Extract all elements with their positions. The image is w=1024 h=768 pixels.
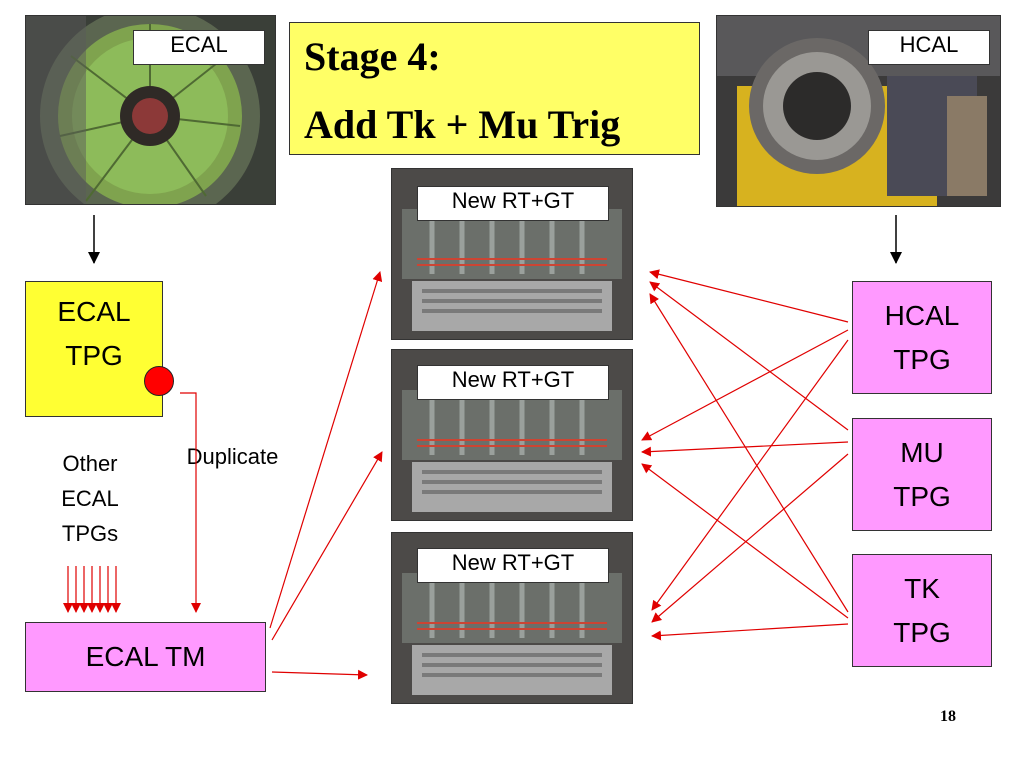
other-ecal-tpgs-label: Other ECAL TPGs bbox=[38, 446, 142, 551]
ecal-tm-box: ECAL TM bbox=[25, 622, 266, 692]
ecal-photo-label-text: ECAL bbox=[170, 32, 228, 57]
other-ecal-line2: ECAL bbox=[61, 486, 119, 511]
tk-tpg-box: TK TPG bbox=[852, 554, 992, 667]
hcal-tpg-box: HCAL TPG bbox=[852, 281, 992, 394]
tk-to-rack1-arrow bbox=[649, 293, 849, 613]
ecaltm-to-rack1-arrow bbox=[269, 271, 383, 629]
hcal-photo-label: HCAL bbox=[868, 30, 990, 65]
other-ecal-line3: TPGs bbox=[61, 521, 119, 546]
hcal-to-rack2-arrow bbox=[641, 329, 849, 441]
page-number: 18 bbox=[940, 708, 956, 725]
tk-to-rack2-arrow bbox=[641, 463, 849, 619]
duplicate-label: Duplicate bbox=[186, 444, 279, 469]
tk-to-rack3-arrow bbox=[651, 623, 849, 641]
rack-3-label-text: New RT+GT bbox=[451, 550, 575, 575]
duplicate-arrow bbox=[180, 392, 201, 613]
rack-3-label: New RT+GT bbox=[417, 548, 609, 583]
hcal-to-rack3-arrow bbox=[651, 339, 849, 611]
mu-tpg-line2: TPG bbox=[893, 480, 951, 512]
ecal-tpg-line1: ECAL bbox=[57, 296, 131, 327]
mu-to-rack1-arrow bbox=[649, 281, 849, 431]
hcal-tpg-line2: TPG bbox=[893, 343, 951, 375]
hcal-photo-label-text: HCAL bbox=[899, 32, 959, 57]
mu-to-rack3-arrow bbox=[651, 453, 849, 623]
rack-1-label-text: New RT+GT bbox=[451, 188, 575, 213]
ecaltm-to-rack3-arrow bbox=[271, 669, 368, 680]
mu-tpg-line1: MU bbox=[900, 436, 944, 468]
slide-title: Stage 4: Add Tk + Mu Trig bbox=[289, 22, 700, 155]
ecal-tpg-box: ECAL TPG bbox=[25, 281, 163, 417]
mu-tpg-box: MU TPG bbox=[852, 418, 992, 531]
ecal-tm-label: ECAL TM bbox=[85, 641, 206, 672]
ecal-photo-label: ECAL bbox=[133, 30, 265, 65]
rack-1-label: New RT+GT bbox=[417, 186, 609, 221]
ecaltm-to-rack2-arrow bbox=[271, 451, 383, 641]
rack-2-label: New RT+GT bbox=[417, 365, 609, 400]
tk-tpg-line1: TK bbox=[904, 572, 940, 604]
hcal-tpg-line1: HCAL bbox=[884, 299, 960, 331]
hcal-to-rack1-arrow bbox=[649, 269, 849, 323]
other-ecal-line1: Other bbox=[62, 451, 118, 476]
tk-tpg-line2: TPG bbox=[893, 616, 951, 648]
slide-title-line2: Add Tk + Mu Trig bbox=[304, 102, 621, 147]
rack-2-label-text: New RT+GT bbox=[451, 367, 575, 392]
slide-title-line1: Stage 4: bbox=[304, 34, 441, 79]
ecal-tpg-line2: TPG bbox=[65, 340, 123, 371]
ecal-tpg-red-dot bbox=[144, 366, 174, 396]
rack-photo-3 bbox=[391, 532, 633, 704]
rack-photo-3-graphic bbox=[392, 533, 632, 703]
